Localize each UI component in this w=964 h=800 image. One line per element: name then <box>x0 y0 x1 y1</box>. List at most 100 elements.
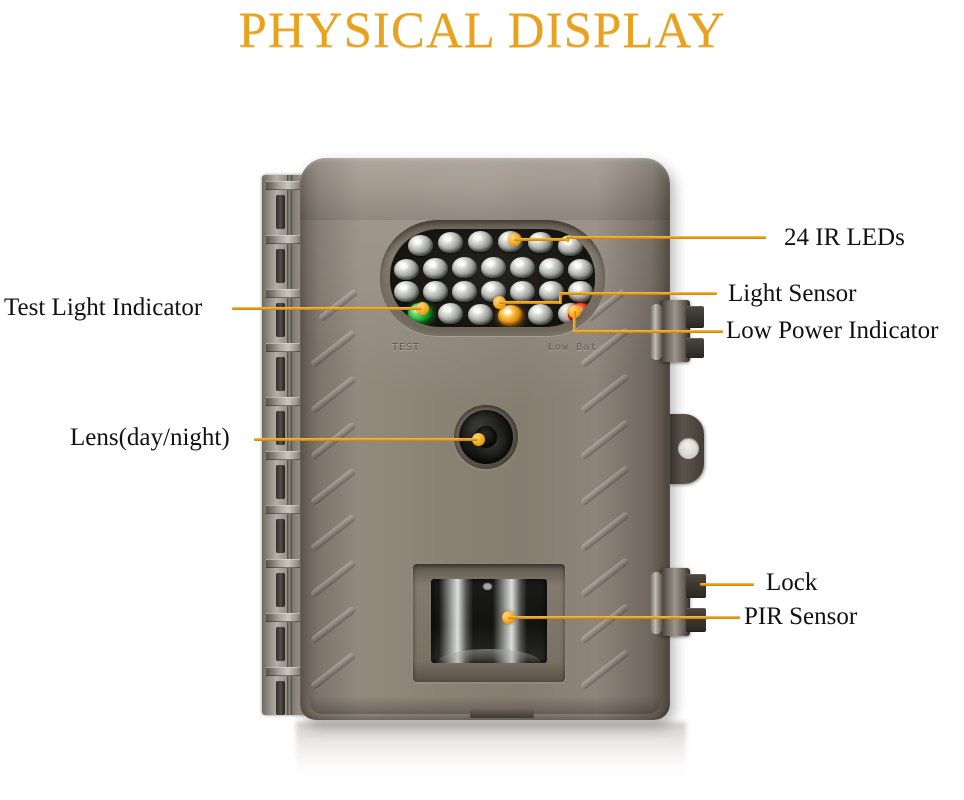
ir-led <box>423 258 448 279</box>
mounting-hole <box>678 438 699 459</box>
ir-led <box>510 281 535 302</box>
hinge-knuckle <box>266 181 310 190</box>
callout-leader-lock <box>700 583 754 586</box>
ir-led <box>568 259 593 280</box>
hinge-knuckle <box>266 451 310 460</box>
body-top-bezel <box>300 158 670 220</box>
callout-leader-test-light <box>232 307 422 310</box>
low-bat-emboss-label: Low Bat <box>548 342 598 353</box>
hinge-knuckle <box>266 235 310 244</box>
body-rib <box>309 513 357 553</box>
ir-led <box>539 258 564 279</box>
body-rib <box>309 375 357 415</box>
body-rib <box>309 605 357 645</box>
ir-led <box>528 232 553 253</box>
ir-led <box>468 304 493 325</box>
ir-led <box>438 232 463 253</box>
ir-led <box>568 281 593 302</box>
hinge-knuckle <box>266 289 310 298</box>
body-rib <box>579 419 630 461</box>
lock-latch-pad <box>686 608 706 632</box>
page-title: PHYSICAL DISPLAY <box>238 3 726 59</box>
hinge-slot <box>276 195 285 229</box>
hinge-slot <box>276 411 285 445</box>
latch-upper-pad <box>686 306 704 328</box>
ir-led <box>408 235 433 256</box>
callout-label-test-light: Test Light Indicator <box>4 294 203 321</box>
ir-led <box>468 231 493 252</box>
hinge-pin <box>287 175 292 715</box>
callout-label-low-power: Low Power Indicator <box>726 317 939 344</box>
hinge-slot <box>276 681 285 715</box>
ir-led <box>394 281 419 302</box>
camera-lens <box>454 405 518 469</box>
pir-sensor <box>413 564 565 682</box>
hinge-slot <box>276 627 285 661</box>
callout-label-ir-leds: 24 IR LEDs <box>784 224 905 251</box>
hinge-slot <box>276 465 285 499</box>
lock-latch-pad <box>686 574 706 598</box>
callout-label-pir-sensor: PIR Sensor <box>744 603 858 630</box>
hinge-knuckle <box>266 343 310 352</box>
ir-led <box>481 257 506 278</box>
body-rib <box>309 329 357 369</box>
body-rib <box>317 288 359 323</box>
callout-leader-light-sensor <box>559 292 562 304</box>
ir-led <box>452 257 477 278</box>
hinge-slot <box>276 357 285 391</box>
lens-glass <box>459 410 513 464</box>
callout-leader-ir-leds <box>566 236 766 239</box>
hinge-knuckle <box>266 667 310 676</box>
hinge-slot <box>276 519 285 553</box>
pir-sensor-window <box>431 579 547 663</box>
body-rib <box>579 649 630 691</box>
body-rib <box>579 603 630 645</box>
ir-led <box>452 281 477 302</box>
callout-dot-lens <box>472 433 485 446</box>
pir-base-curve <box>437 649 541 663</box>
light-sensor-led <box>498 305 523 326</box>
callout-leader-light-sensor <box>499 301 561 304</box>
body-rib <box>579 557 630 599</box>
hinge-slot <box>276 573 285 607</box>
body-bottom-lip <box>310 696 660 714</box>
ir-led <box>539 281 564 302</box>
ir-led <box>528 304 553 325</box>
ir-led <box>438 303 463 324</box>
callout-label-lens: Lens(day/night) <box>70 424 230 451</box>
callout-leader-pir-sensor <box>508 616 740 619</box>
body-bottom-tab <box>470 709 534 718</box>
callout-leader-lens <box>254 438 478 441</box>
callout-leader-light-sensor <box>559 292 717 295</box>
pir-highlight <box>483 583 492 590</box>
callout-leader-low-power <box>573 311 576 333</box>
body-rib <box>579 465 630 507</box>
callout-leader-ir-leds <box>566 236 569 242</box>
callout-dot-test-light <box>416 302 429 315</box>
hinge-slot <box>276 249 285 283</box>
latch-upper-pad <box>686 338 704 358</box>
ir-led <box>510 257 535 278</box>
callout-label-light-sensor: Light Sensor <box>728 280 857 307</box>
ir-led <box>423 281 448 302</box>
hinge-slot <box>276 303 285 337</box>
camera-reflection <box>296 722 686 784</box>
body-rib <box>309 467 357 507</box>
callout-leader-low-power <box>573 330 723 333</box>
lock-latch-loop[interactable] <box>650 572 663 634</box>
mounting-tab <box>668 414 704 484</box>
hinge-knuckle <box>266 505 310 514</box>
body-rib <box>579 373 630 415</box>
body-rib <box>309 559 357 599</box>
ir-led <box>394 259 419 280</box>
callout-leader-ir-leds <box>514 238 568 241</box>
body-rib <box>579 511 630 553</box>
hinge-knuckle <box>266 397 310 406</box>
hinge-knuckle <box>266 559 310 568</box>
callout-label-lock: Lock <box>766 569 818 596</box>
pir-fresnel-lens <box>439 579 473 663</box>
hinge-knuckle <box>266 613 310 622</box>
body-rib <box>309 651 357 691</box>
lock-latch[interactable] <box>660 568 690 636</box>
